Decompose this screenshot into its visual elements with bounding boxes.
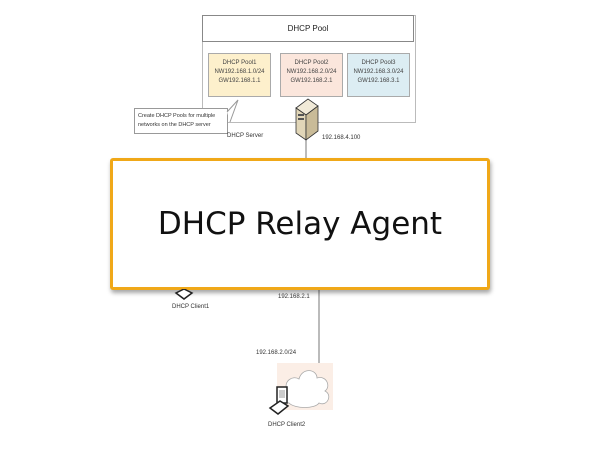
server-icon	[295, 98, 319, 141]
network-label: 192.168.2.0/24	[256, 350, 297, 356]
pool-network: NW192.168.1.0/24	[214, 69, 265, 75]
server-label: DHCP Server	[227, 133, 264, 139]
router-ip: 192.168.2.1	[278, 294, 310, 300]
client2-icon	[268, 386, 290, 415]
pool-gateway: GW192.168.3.1	[357, 78, 400, 84]
dhcp-pool-2: DHCP Pool2 NW192.168.2.0/24 GW192.168.2.…	[280, 53, 343, 97]
server-ip: 192.168.4.100	[322, 135, 361, 141]
client1-label: DHCP Client1	[172, 304, 210, 310]
dhcp-pool-3: DHCP Pool3 NW192.168.3.0/24 GW192.168.3.…	[347, 53, 410, 97]
pool-name: DHCP Pool3	[361, 60, 396, 66]
pool-gateway: GW192.168.2.1	[290, 78, 333, 84]
pool-gateway: GW192.168.1.1	[218, 78, 261, 84]
pool-network: NW192.168.3.0/24	[353, 69, 404, 75]
client2-label: DHCP Client2	[268, 422, 306, 428]
title-banner: DHCP Relay Agent	[110, 158, 490, 290]
pool-name: DHCP Pool2	[294, 60, 329, 66]
pool-name: DHCP Pool1	[222, 60, 257, 66]
banner-title: DHCP Relay Agent	[157, 206, 443, 242]
callout-note: Create DHCP Pools for multiple networks …	[134, 108, 228, 134]
dhcp-pool-1: DHCP Pool1 NW192.168.1.0/24 GW192.168.1.…	[208, 53, 271, 97]
pool-network: NW192.168.2.0/24	[286, 69, 337, 75]
callout-pointer	[226, 99, 239, 123]
dhcp-pool-title: DHCP Pool	[202, 15, 414, 42]
client1-icon	[174, 289, 194, 300]
